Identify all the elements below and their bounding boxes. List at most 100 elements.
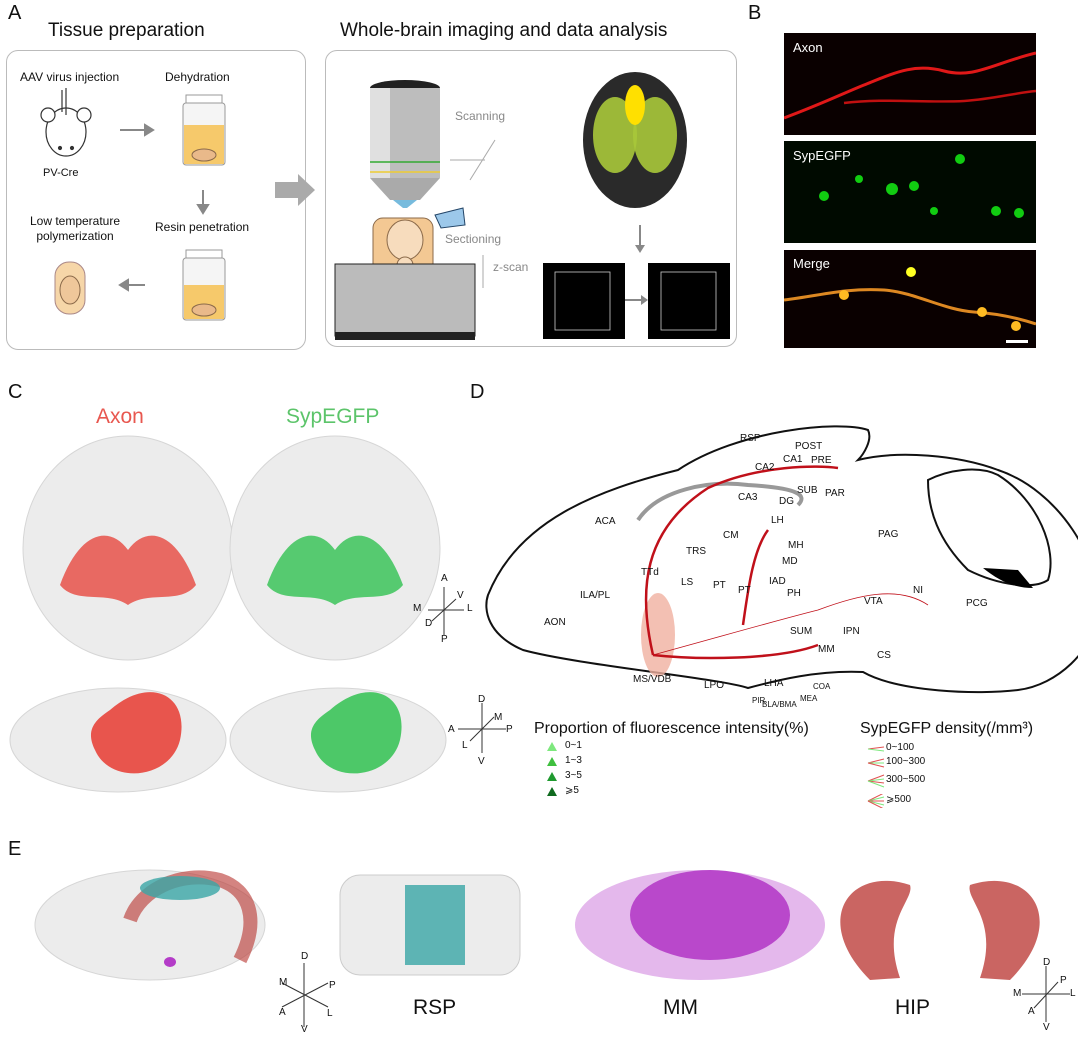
panel-label-a: A — [8, 2, 22, 24]
brain-lateral-syp — [229, 687, 447, 793]
e-axis-a: A — [279, 1007, 286, 1018]
legend1-label: ⩾5 — [565, 785, 579, 796]
e-label-mm: MM — [663, 996, 698, 1019]
imaging-title: Whole-brain imaging and data analysis — [340, 20, 668, 41]
legend1-triangle-icon — [547, 772, 557, 781]
lowtemp-label2: polymerization — [36, 229, 114, 243]
e-axis2-v: V — [1043, 1022, 1050, 1033]
jar-icon-dehydration — [182, 94, 226, 166]
e-axis-d: D — [301, 951, 309, 962]
axon-image — [783, 33, 1037, 135]
big-arrow-icon — [275, 174, 315, 206]
process-arrows — [118, 123, 210, 292]
c-axis2-v: V — [478, 756, 485, 767]
brain-block-icon — [334, 217, 476, 340]
c-axis2-m: M — [494, 712, 503, 723]
legend2-title: SypEGFP density(/mm³) — [860, 720, 1034, 737]
scan-axis-icon — [450, 139, 496, 181]
c-axis-m: M — [413, 603, 422, 614]
e-axis2-p: P — [1060, 975, 1067, 986]
e-axis-m: M — [279, 977, 288, 988]
legend2-fan-icon — [867, 746, 885, 752]
syp-img-label: SypEGFP — [793, 148, 851, 163]
brain-dorsal-axon — [22, 435, 234, 661]
e-label-hip: HIP — [895, 996, 931, 1019]
aav-label: AAV virus injection — [20, 70, 120, 84]
c-axis-d: D — [425, 618, 433, 629]
axis-icon-e-right — [1022, 966, 1070, 1022]
brain-lateral-axon — [9, 687, 227, 793]
panel-label-e: E — [8, 838, 22, 860]
axis-icon-c-bottom — [458, 703, 506, 753]
pvcre-label: PV-Cre — [43, 167, 79, 179]
brain-render-icon — [583, 72, 687, 208]
mouse-icon — [40, 88, 92, 157]
c-axis-p: P — [441, 634, 448, 645]
rsp-render — [339, 874, 521, 976]
imaging-illustration — [334, 72, 730, 340]
panel-label-c: C — [8, 381, 23, 403]
resin-label: Resin penetration — [155, 220, 250, 234]
legend1-title: Proportion of fluorescence intensity(%) — [534, 720, 809, 737]
e-axis-p: P — [329, 980, 336, 991]
legend1-label: 3~5 — [565, 770, 582, 781]
tissue-prep-title: Tissue preparation — [48, 20, 205, 41]
legend2-fan-icon — [867, 794, 885, 808]
sagittal-brain-diagram — [485, 425, 1078, 694]
c-axis2-d: D — [478, 694, 486, 705]
c-axis-a: A — [441, 573, 448, 584]
volume-box-2 — [648, 263, 730, 339]
objective-icon — [370, 80, 440, 208]
brain-dorsal-syp — [229, 435, 441, 661]
e-axis2-m: M — [1013, 988, 1022, 999]
legend1-triangle-icon — [547, 742, 557, 751]
zscan-label: z-scan — [493, 260, 529, 274]
axis-icon-e-left — [281, 963, 329, 1027]
c-axis-v: V — [457, 590, 464, 601]
e-axis-l: L — [327, 1008, 333, 1019]
resin-block-icon — [54, 261, 86, 315]
legend2-fan-icon — [867, 774, 885, 788]
knife-icon — [434, 207, 466, 229]
cerebellum — [926, 468, 1052, 587]
syp-image — [784, 141, 1036, 243]
legend2-label: ⩾500 — [886, 794, 912, 805]
merge-image — [783, 250, 1037, 348]
panel-e-renders — [34, 869, 1040, 981]
e-axis2-a: A — [1028, 1006, 1035, 1017]
jar-icon-resin — [182, 249, 226, 321]
hip-render — [840, 880, 1040, 980]
panel-c-brains — [9, 435, 447, 793]
legend2-label: 0~100 — [886, 742, 915, 753]
c-syp-title: SypEGFP — [286, 405, 380, 428]
dehydration-label: Dehydration — [165, 70, 230, 84]
scanning-label: Scanning — [455, 109, 506, 123]
legend2-label: 300~500 — [886, 774, 926, 785]
mm-render — [575, 870, 825, 980]
sectioning-label: Sectioning — [445, 232, 502, 246]
e-axis2-d: D — [1043, 957, 1051, 968]
panel-label-d: D — [470, 381, 485, 403]
c-axis-l: L — [467, 603, 473, 614]
axon-img-label: Axon — [793, 40, 823, 55]
region-label: BLA/BMA — [762, 700, 797, 709]
legend2-fan-icon — [867, 758, 885, 768]
brain-3d-render — [34, 869, 266, 981]
legend1-triangle-icon — [547, 757, 557, 766]
legend1-label: 1~3 — [565, 755, 582, 766]
e-axis2-l: L — [1070, 988, 1076, 999]
c-axis2-l: L — [462, 740, 468, 751]
merge-img-label: Merge — [793, 256, 830, 271]
tissue-prep-illustration — [40, 88, 226, 321]
legend1-triangle-icon — [547, 787, 557, 796]
e-label-rsp: RSP — [413, 996, 457, 1019]
c-axon-title: Axon — [96, 405, 144, 428]
volume-box-1 — [543, 263, 625, 339]
e-axis-v: V — [301, 1024, 308, 1035]
panel-label-b: B — [748, 2, 762, 24]
lowtemp-label1: Low temperature — [29, 214, 121, 228]
axis-icon-c-top — [428, 587, 464, 635]
legend1-label: 0~1 — [565, 740, 582, 751]
c-axis2-a: A — [448, 724, 455, 735]
c-axis2-p: P — [506, 724, 513, 735]
